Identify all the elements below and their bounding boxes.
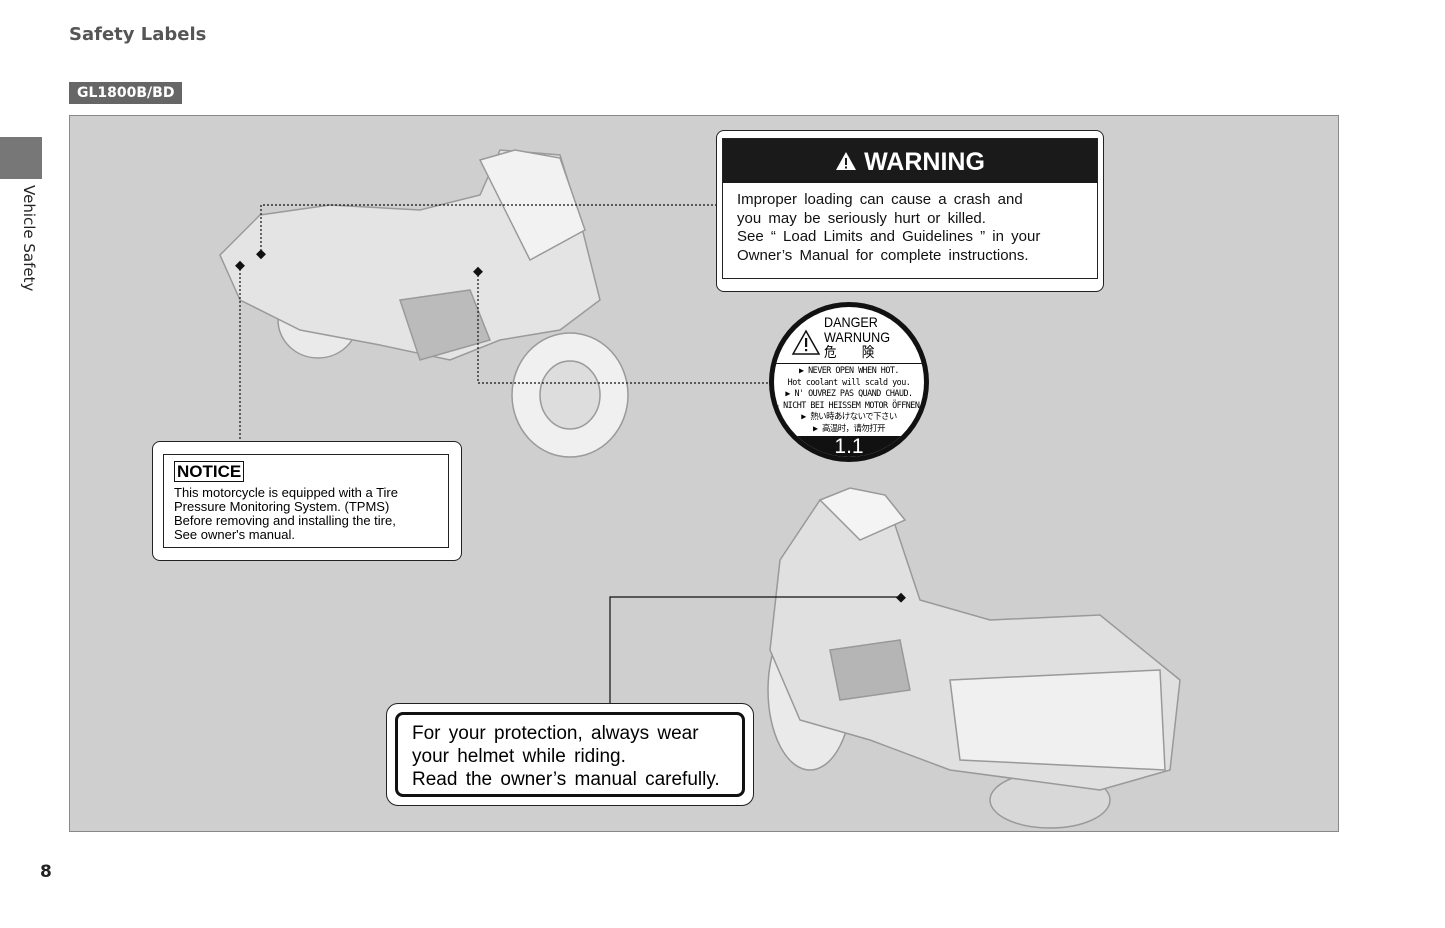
helmet-text-line: For your protection, always wear <box>412 723 699 744</box>
warning-header: WARNING <box>723 139 1097 183</box>
warning-label: WARNING Improper loading can cause a cra… <box>716 130 1104 292</box>
danger-text-line: ▶ N' OUVREZ PAS QUAND CHAUD. <box>785 388 913 398</box>
danger-text-line: ▶ NEVER OPEN WHEN HOT. <box>799 365 899 375</box>
divider <box>774 363 924 364</box>
helmet-text-line: Read the owner’s manual carefully. <box>412 769 720 790</box>
danger-text-line: ▶ 熱い時あけないで下さい <box>801 411 897 421</box>
notice-label: NOTICE This motorcycle is equipped with … <box>152 441 462 561</box>
warning-text-line: Improper loading can cause a crash and <box>737 191 1023 208</box>
section-tab-label: Vehicle Safety <box>20 185 38 292</box>
notice-text-line: Before removing and installing the tire, <box>174 513 396 528</box>
notice-text-line: Pressure Monitoring System. (TPMS) <box>174 499 390 514</box>
warning-triangle-icon <box>791 329 821 355</box>
danger-heading: 危 険 <box>824 344 875 360</box>
model-badge: GL1800B/BD <box>69 82 183 104</box>
notice-tag: NOTICE <box>174 461 245 482</box>
page-title: Safety Labels <box>69 24 207 45</box>
danger-text-line: Hot coolant will scald you. <box>787 376 911 387</box>
warning-text-line: you may be seriously hurt or killed. <box>737 209 986 227</box>
section-tab-marker <box>0 137 42 179</box>
danger-label: DANGER WARNUNG 危 険 ▶ NEVER OPEN WHEN HOT… <box>769 302 929 462</box>
warning-text-line: See “ Load Limits and Guidelines ” in yo… <box>737 228 1041 245</box>
page-number: 8 <box>40 862 52 882</box>
warning-heading: WARNING <box>864 148 985 176</box>
leader-points <box>235 249 906 603</box>
danger-heading: WARNUNG <box>824 329 891 345</box>
danger-text-line: ▶ 高温时，请勿打开 <box>812 422 886 433</box>
danger-text-line: ▶ NICHT BEI HEISSEM MOTOR ÖFFNEN. <box>774 399 924 410</box>
leader-lines <box>239 204 901 703</box>
warning-triangle-icon <box>836 152 857 170</box>
danger-label-number: 1.1 <box>774 436 924 457</box>
motorcycle-front-view <box>219 149 629 458</box>
notice-text-line: This motorcycle is equipped with a Tire <box>174 485 398 500</box>
helmet-label: For your protection, always wear your he… <box>386 703 754 806</box>
motorcycle-rear-view <box>767 487 1181 829</box>
danger-heading: DANGER <box>824 314 878 330</box>
helmet-text-line: your helmet while riding. <box>412 746 626 767</box>
notice-text-line: See owner's manual. <box>174 527 295 542</box>
warning-text-line: Owner’s Manual for complete instructions… <box>737 246 1029 264</box>
